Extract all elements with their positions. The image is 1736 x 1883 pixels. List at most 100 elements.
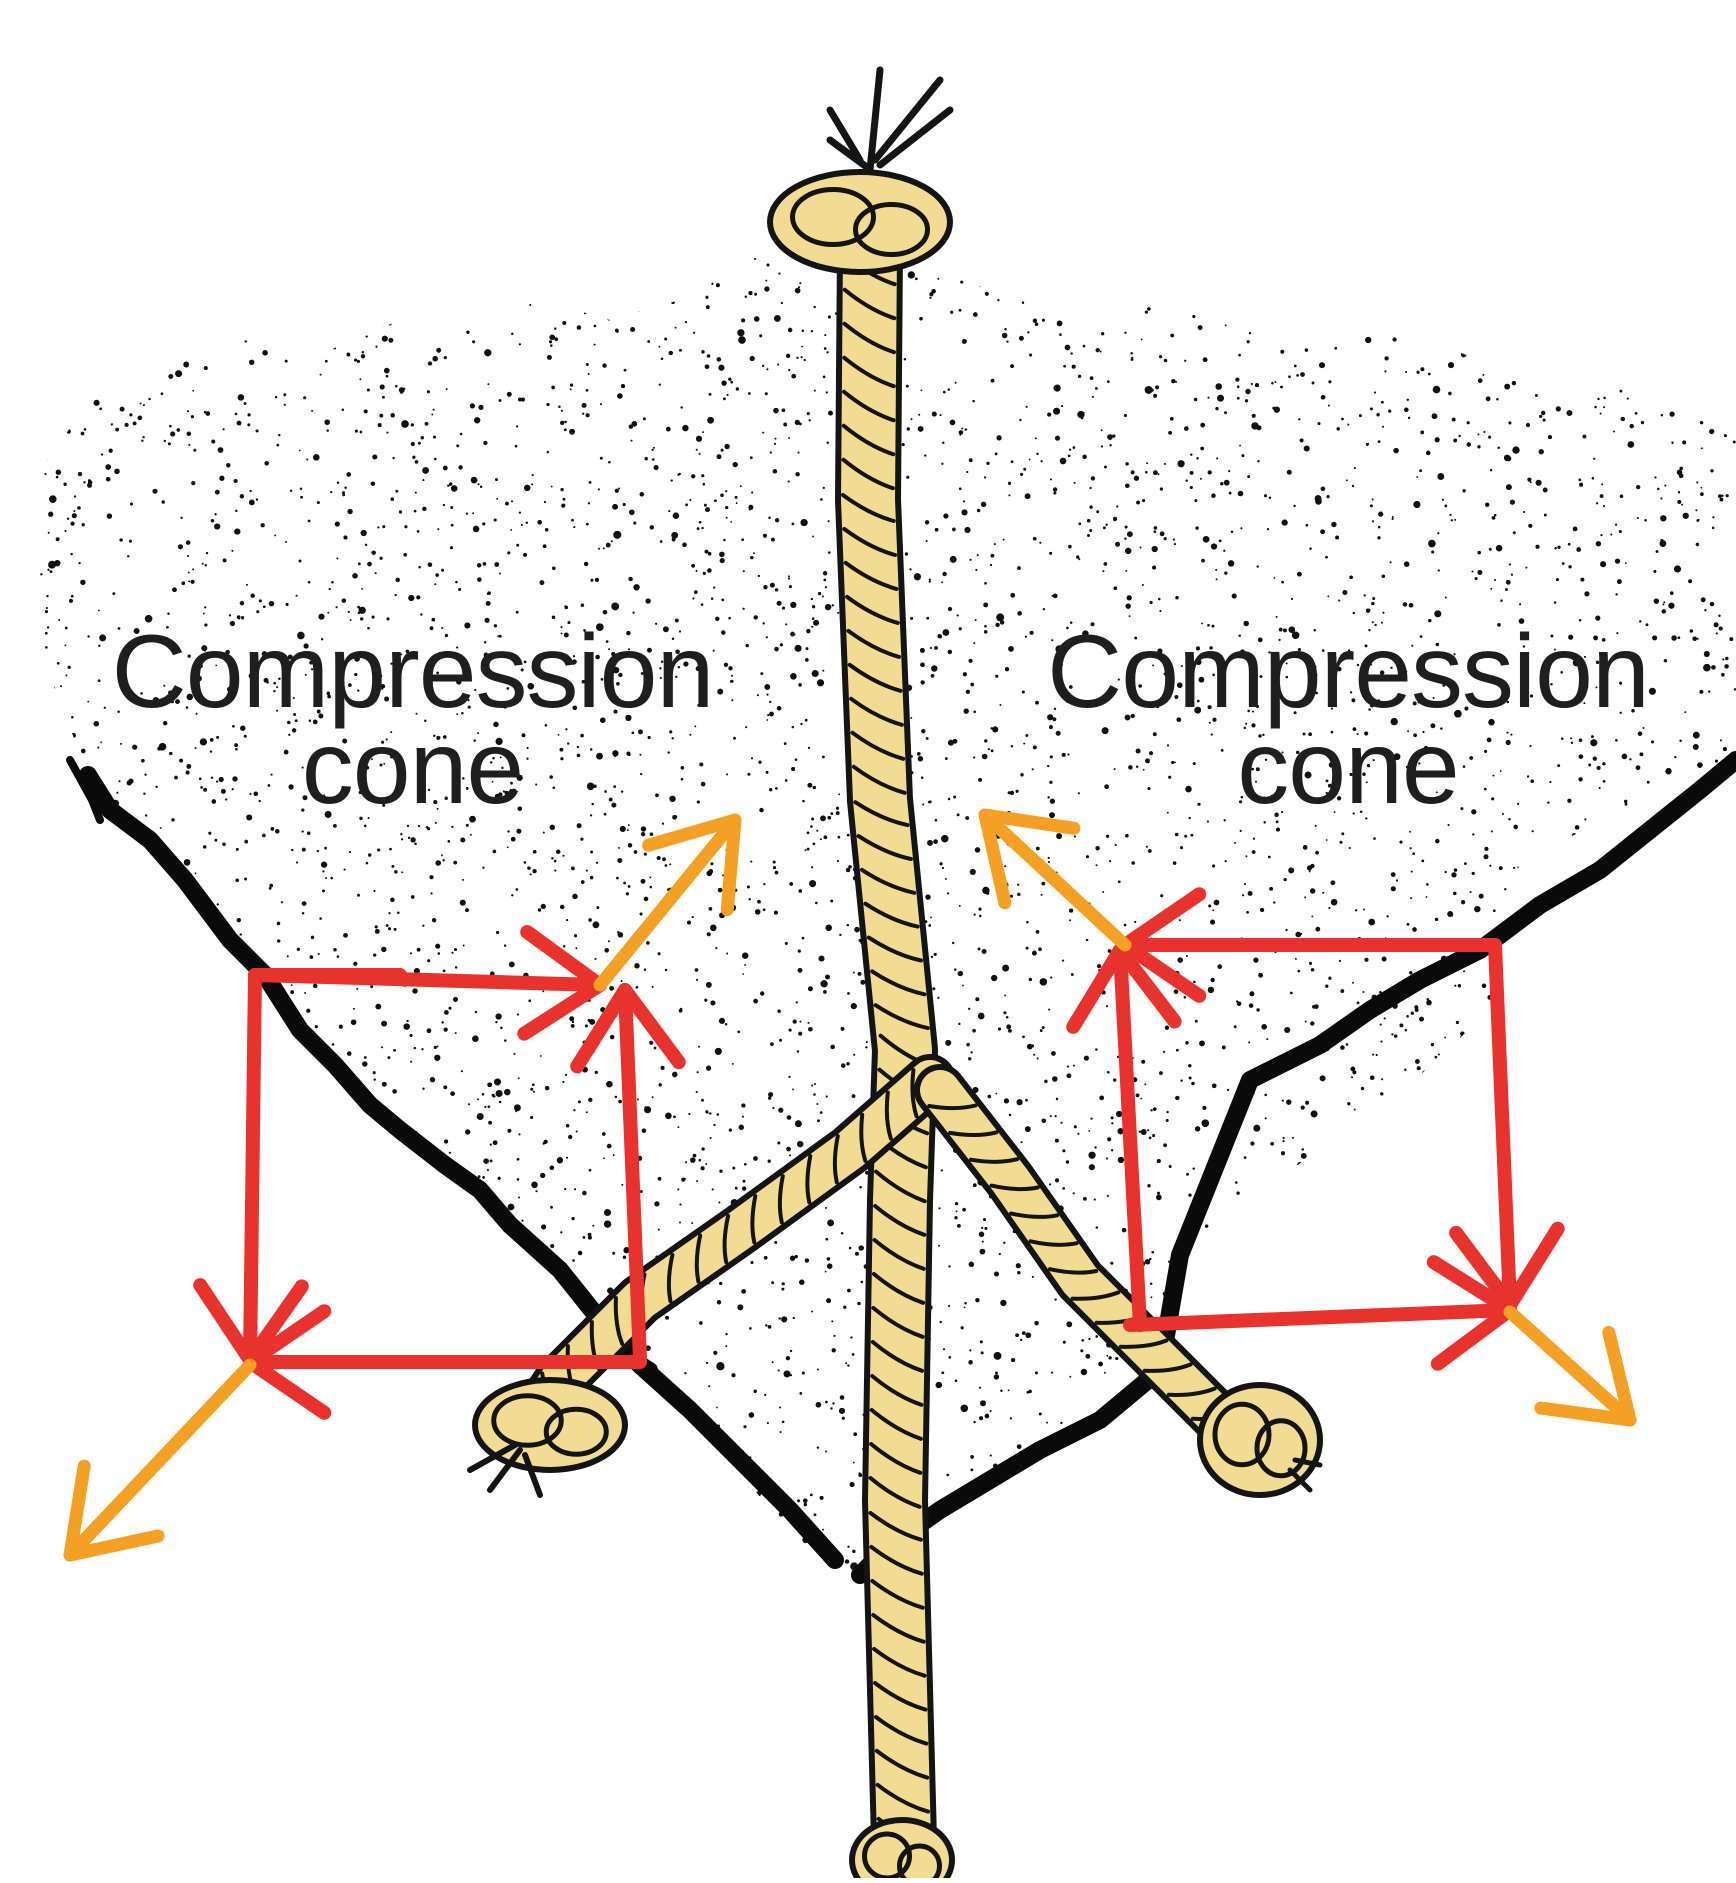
soil-speckle <box>1659 221 1666 228</box>
soil-speckle <box>1661 1375 1664 1378</box>
soil-speckle <box>1684 1416 1690 1422</box>
soil-speckle <box>166 1009 168 1011</box>
soil-speckle <box>710 862 713 865</box>
soil-speckle <box>1708 1292 1710 1294</box>
soil-speckle <box>1676 258 1681 263</box>
soil-speckle <box>42 834 45 837</box>
soil-speckle <box>486 601 491 606</box>
soil-speckle <box>1451 519 1453 521</box>
soil-speckle <box>849 1247 852 1250</box>
soil-speckle <box>178 1576 182 1580</box>
soil-speckle <box>573 1109 575 1111</box>
soil-speckle <box>627 1577 629 1579</box>
soil-speckle <box>168 1525 170 1527</box>
soil-speckle <box>1718 1028 1725 1035</box>
soil-speckle <box>1166 242 1172 248</box>
soil-speckle <box>238 333 241 336</box>
soil-speckle <box>1590 935 1592 937</box>
soil-speckle <box>1731 1069 1736 1074</box>
soil-speckle <box>1605 266 1607 268</box>
soil-speckle <box>997 299 999 301</box>
soil-speckle <box>396 1195 401 1200</box>
soil-speckle <box>1445 234 1447 236</box>
soil-speckle <box>696 279 698 281</box>
soil-speckle <box>50 570 53 573</box>
soil-speckle <box>1188 289 1191 292</box>
soil-speckle <box>975 997 979 1001</box>
soil-speckle <box>516 888 519 891</box>
soil-speckle <box>168 374 173 379</box>
soil-speckle <box>1060 1422 1062 1424</box>
soil-speckle <box>1428 540 1436 548</box>
soil-speckle <box>293 1232 296 1235</box>
soil-speckle <box>1692 1220 1694 1222</box>
soil-speckle <box>1543 488 1548 493</box>
soil-speckle <box>708 1516 710 1518</box>
soil-speckle <box>957 1596 960 1599</box>
soil-speckle <box>387 1417 391 1421</box>
soil-speckle <box>1643 1295 1646 1298</box>
soil-speckle <box>1249 1003 1254 1008</box>
soil-speckle <box>256 498 258 500</box>
soil-speckle <box>334 1598 336 1600</box>
soil-speckle <box>394 870 397 873</box>
soil-speckle <box>149 943 155 949</box>
soil-speckle <box>443 1085 447 1089</box>
soil-speckle <box>1550 1377 1555 1382</box>
soil-speckle <box>1729 1002 1731 1004</box>
soil-speckle <box>381 1479 384 1482</box>
soil-speckle <box>1247 1235 1250 1238</box>
soil-speckle <box>59 876 65 882</box>
soil-speckle <box>811 866 813 868</box>
soil-speckle <box>55 435 58 438</box>
soil-speckle <box>255 224 259 228</box>
soil-speckle <box>554 860 557 863</box>
soil-speckle <box>1527 478 1531 482</box>
soil-speckle <box>42 959 44 961</box>
soil-speckle <box>935 1525 937 1527</box>
soil-speckle <box>246 265 249 268</box>
soil-speckle <box>1605 267 1608 270</box>
soil-speckle <box>59 875 63 879</box>
soil-speckle <box>234 1473 236 1475</box>
soil-speckle <box>935 528 939 532</box>
soil-speckle <box>1070 1505 1072 1507</box>
soil-speckle <box>749 508 751 510</box>
soil-speckle <box>239 300 242 303</box>
soil-speckle <box>35 1577 38 1580</box>
soil-speckle <box>979 1387 981 1389</box>
soil-speckle <box>191 415 194 418</box>
soil-speckle <box>1425 305 1427 307</box>
soil-speckle <box>1533 287 1535 289</box>
soil-speckle <box>670 226 673 229</box>
soil-speckle <box>93 1353 95 1355</box>
soil-speckle <box>614 227 616 229</box>
soil-speckle <box>76 1159 78 1161</box>
soil-speckle <box>1383 1331 1386 1334</box>
soil-speckle <box>180 1127 184 1131</box>
soil-speckle <box>212 1430 219 1437</box>
soil-speckle <box>1661 1076 1663 1078</box>
soil-speckle <box>352 301 354 303</box>
soil-speckle <box>322 1559 325 1562</box>
soil-speckle <box>148 1246 150 1248</box>
soil-speckle <box>991 975 997 981</box>
soil-speckle <box>1663 905 1670 912</box>
soil-speckle <box>1664 371 1667 374</box>
soil-speckle <box>1313 1586 1315 1588</box>
soil-speckle <box>1177 460 1184 467</box>
soil-speckle <box>788 1076 790 1078</box>
soil-speckle <box>641 826 646 831</box>
soil-speckle <box>1637 1235 1639 1237</box>
soil-speckle <box>1548 1335 1551 1338</box>
soil-speckle <box>312 1153 315 1156</box>
soil-speckle <box>1253 288 1258 293</box>
soil-speckle <box>1280 386 1283 389</box>
soil-speckle <box>964 1558 970 1564</box>
soil-speckle <box>1595 1113 1598 1116</box>
soil-speckle <box>1535 394 1538 397</box>
soil-speckle <box>160 1166 162 1168</box>
soil-speckle <box>1405 224 1407 226</box>
soil-speckle <box>134 999 137 1002</box>
soil-speckle <box>1599 987 1603 991</box>
